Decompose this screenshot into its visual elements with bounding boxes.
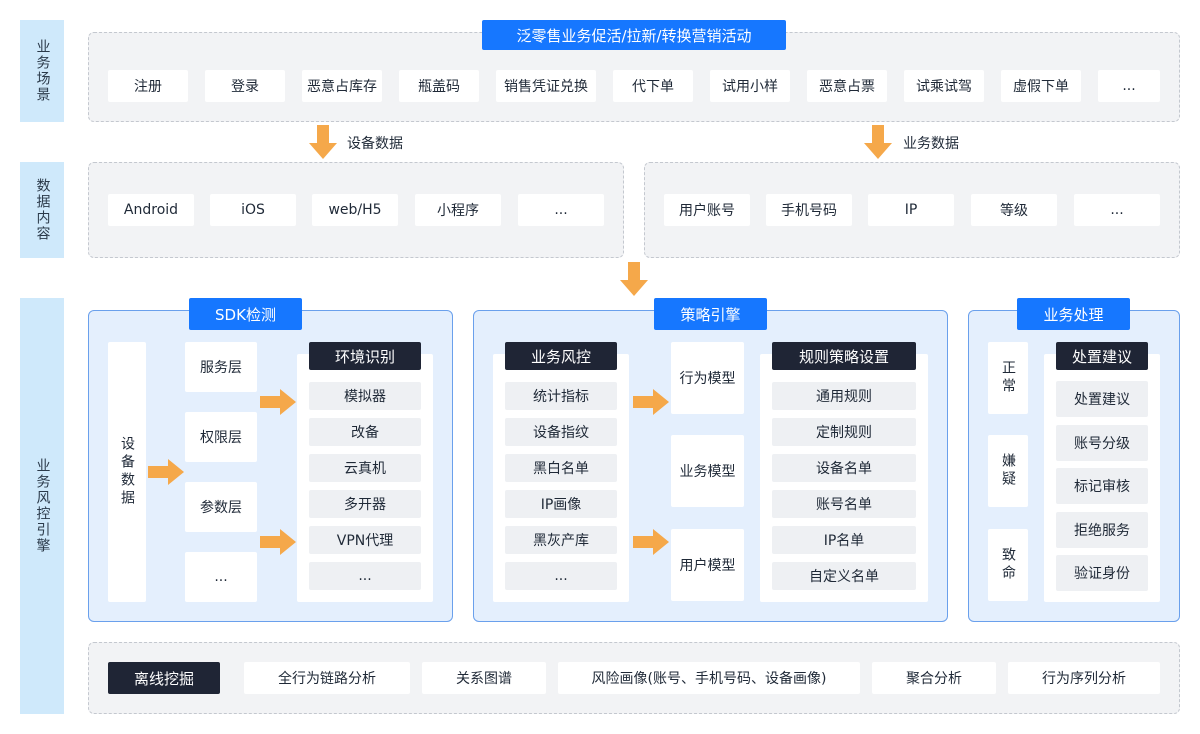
scenario-item: 虚假下单 [1001, 70, 1081, 102]
device-source-item: 小程序 [415, 194, 501, 226]
model-item: 业务模型 [671, 435, 744, 507]
env-title: 环境识别 [309, 342, 421, 370]
scenario-item: ... [1098, 70, 1160, 102]
risk-item: IP画像 [505, 490, 617, 518]
business-source-item: ... [1074, 194, 1160, 226]
handling-title: 业务处理 [1017, 298, 1130, 330]
down-arrow-icon [620, 262, 648, 296]
business-source-item: IP [868, 194, 954, 226]
sdk-layer-item: 参数层 [185, 482, 257, 532]
risk-title: 业务风控 [505, 342, 617, 370]
row-label-engine: 业务风控引擎 [20, 298, 64, 714]
offline-item: 风险画像(账号、手机号码、设备画像) [558, 662, 860, 694]
env-item: ... [309, 562, 421, 590]
scenario-item: 注册 [108, 70, 188, 102]
rules-title: 规则策略设置 [772, 342, 916, 370]
device-data-label: 设备数据 [347, 136, 403, 152]
down-arrow-icon [309, 125, 337, 159]
sdk-title: SDK检测 [189, 298, 302, 330]
right-arrow-icon [633, 389, 669, 415]
device-source-item: web/H5 [312, 194, 398, 226]
row-label-scenarios: 业务场景 [20, 20, 64, 122]
advice-item: 验证身份 [1056, 555, 1148, 591]
level-item: 嫌疑 [988, 435, 1028, 507]
scenario-item: 瓶盖码 [399, 70, 479, 102]
advice-item: 账号分级 [1056, 425, 1148, 461]
device-source-item: Android [108, 194, 194, 226]
sdk-layer-item: 服务层 [185, 342, 257, 392]
scenario-item: 代下单 [613, 70, 693, 102]
sdk-layer-item: ... [185, 552, 257, 602]
advice-item: 拒绝服务 [1056, 512, 1148, 548]
strategy-title: 策略引擎 [654, 298, 767, 330]
sdk-device-data: 设备数据 [108, 342, 146, 602]
row-label-data: 数据内容 [20, 162, 64, 258]
scenario-item: 恶意占票 [807, 70, 887, 102]
device-source-item: ... [518, 194, 604, 226]
business-source-item: 用户账号 [664, 194, 750, 226]
env-item: 多开器 [309, 490, 421, 518]
business-data-label: 业务数据 [903, 136, 959, 152]
risk-item: ... [505, 562, 617, 590]
rules-item: 设备名单 [772, 454, 916, 482]
advice-title: 处置建议 [1056, 342, 1148, 370]
scenario-item: 登录 [205, 70, 285, 102]
risk-item: 统计指标 [505, 382, 617, 410]
right-arrow-icon [148, 459, 184, 485]
model-item: 行为模型 [671, 342, 744, 414]
scenario-item: 恶意占库存 [302, 70, 382, 102]
rules-item: 通用规则 [772, 382, 916, 410]
model-item: 用户模型 [671, 529, 744, 601]
right-arrow-icon [633, 529, 669, 555]
rules-item: IP名单 [772, 526, 916, 554]
scenario-item: 销售凭证兑换 [496, 70, 596, 102]
env-item: VPN代理 [309, 526, 421, 554]
rules-item: 自定义名单 [772, 562, 916, 590]
scenarios-title: 泛零售业务促活/拉新/转换营销活动 [482, 20, 786, 50]
right-arrow-icon [260, 529, 296, 555]
level-item: 正常 [988, 342, 1028, 414]
offline-item: 行为序列分析 [1008, 662, 1160, 694]
down-arrow-icon [864, 125, 892, 159]
scenario-item: 试乘试驾 [904, 70, 984, 102]
level-item: 致命 [988, 529, 1028, 601]
offline-title: 离线挖掘 [108, 662, 220, 694]
env-item: 改备 [309, 418, 421, 446]
advice-item: 处置建议 [1056, 381, 1148, 417]
env-item: 模拟器 [309, 382, 421, 410]
risk-item: 黑白名单 [505, 454, 617, 482]
risk-item: 黑灰产库 [505, 526, 617, 554]
right-arrow-icon [260, 389, 296, 415]
offline-item: 聚合分析 [872, 662, 996, 694]
env-item: 云真机 [309, 454, 421, 482]
scenario-item: 试用小样 [710, 70, 790, 102]
rules-item: 定制规则 [772, 418, 916, 446]
risk-item: 设备指纹 [505, 418, 617, 446]
offline-item: 关系图谱 [422, 662, 546, 694]
business-source-item: 手机号码 [766, 194, 852, 226]
rules-item: 账号名单 [772, 490, 916, 518]
offline-item: 全行为链路分析 [244, 662, 410, 694]
device-source-item: iOS [210, 194, 296, 226]
business-source-item: 等级 [971, 194, 1057, 226]
sdk-layer-item: 权限层 [185, 412, 257, 462]
advice-item: 标记审核 [1056, 468, 1148, 504]
